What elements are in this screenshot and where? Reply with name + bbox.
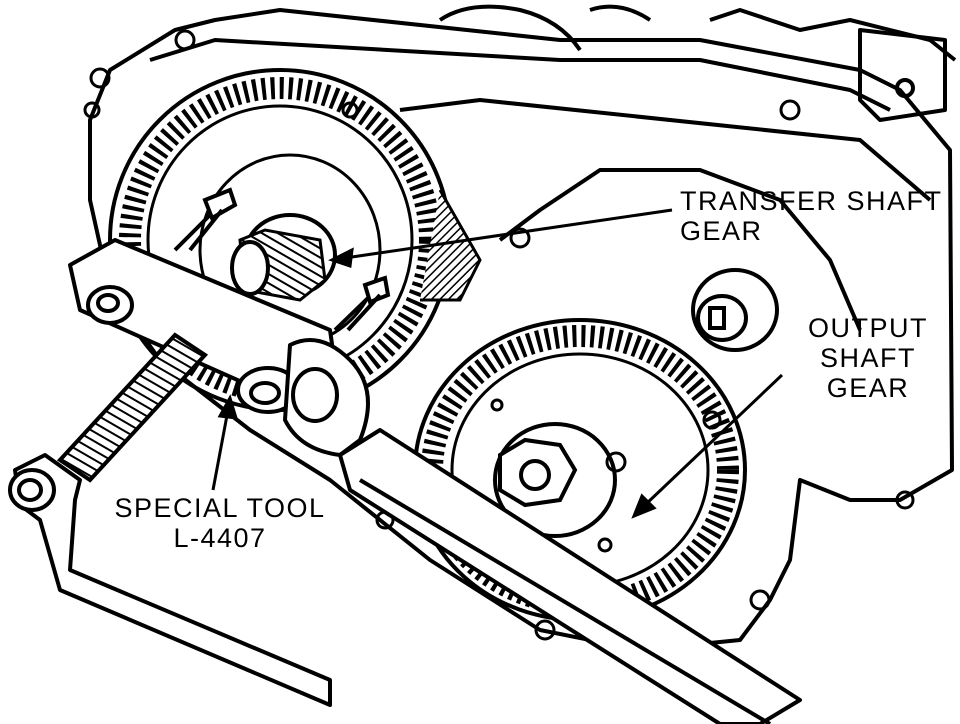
callout-leaders [211, 208, 784, 519]
tool-crossbar [8, 453, 332, 707]
wrench-handle [338, 428, 802, 724]
output-shaft-gear-label-line1: OUTPUT [808, 313, 928, 343]
output-shaft-gear-label-line3: GEAR [826, 373, 910, 403]
case-boss [691, 268, 779, 352]
transfer-shaft-gear-label-line1: TRANSFER SHAFT [680, 186, 943, 216]
special-tool-label-line2: L-4407 [173, 523, 267, 553]
special-tool-label: SPECIAL TOOL L-4407 [108, 493, 332, 553]
special-tool-puller [68, 238, 370, 457]
output-shaft-gear-label-line2: SHAFT [819, 343, 916, 373]
output-shaft-gear-label: OUTPUT SHAFT GEAR [798, 313, 938, 403]
special-tool-label-line1: SPECIAL TOOL [114, 493, 326, 523]
transfer-shaft-gear-label-line2: GEAR [680, 216, 763, 246]
transfer-shaft-gear-label: TRANSFER SHAFT GEAR [680, 186, 943, 246]
tool-pins [173, 187, 391, 332]
forcing-screw [56, 332, 209, 483]
transfer-shaft-hub [230, 213, 337, 302]
